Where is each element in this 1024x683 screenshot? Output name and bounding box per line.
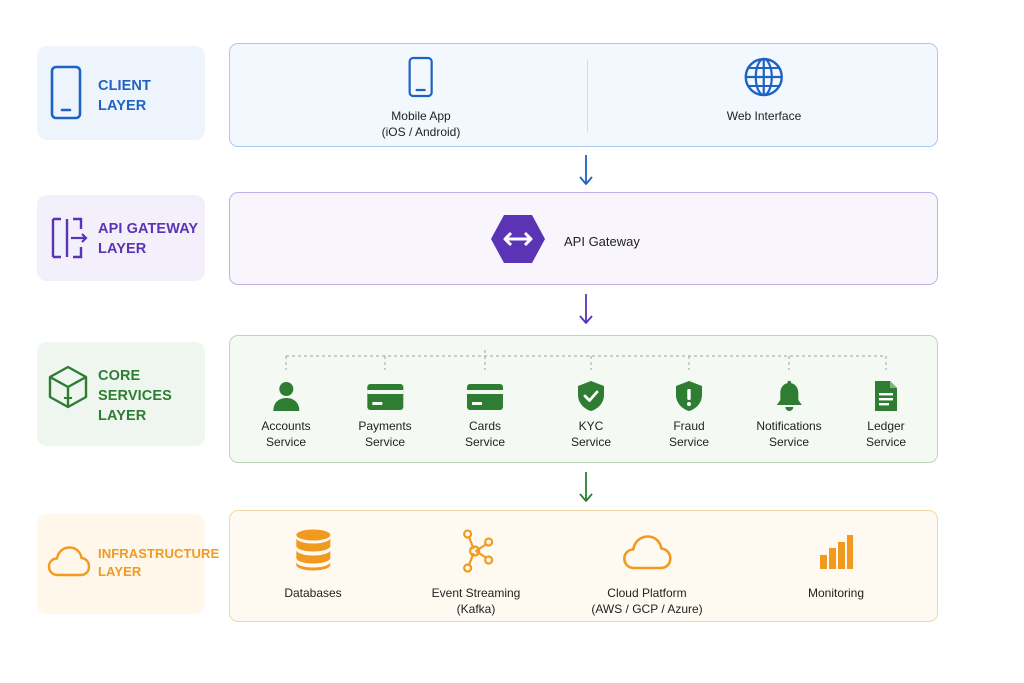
smartphone-icon	[408, 56, 434, 98]
api-gateway-hexagon-icon	[491, 215, 545, 263]
bell-icon	[776, 380, 802, 411]
event-streaming-node: Event Streaming (Kafka)	[431, 529, 521, 617]
cloud-icon	[47, 546, 91, 577]
client-layer-panel: Mobile App (iOS / Android) Web Interface	[229, 43, 938, 147]
kyc-service-node: KYC Service	[571, 380, 611, 450]
cloud-icon	[622, 535, 672, 570]
ledger-service-sublabel: Service	[865, 435, 907, 449]
databases-label: Databases	[284, 586, 342, 600]
arrow-down-icon	[579, 294, 593, 324]
smartphone-icon	[50, 65, 82, 120]
payments-service-sublabel: Service	[364, 435, 406, 449]
payments-service-label: Payments	[358, 419, 412, 433]
client-layer-title-2: LAYER	[98, 98, 147, 114]
document-icon	[874, 381, 897, 411]
core-services-layer-label: CORE SERVICES LAYER	[37, 342, 205, 446]
event-streaming-sublabel: (Kafka)	[456, 602, 496, 616]
api-gateway-layer-label: API GATEWAY LAYER	[37, 195, 205, 281]
shield-alert-icon	[675, 381, 702, 411]
mobile-app-sublabel: (iOS / Android)	[381, 125, 461, 139]
notifications-service-label: Notifications	[756, 419, 822, 433]
accounts-service-node: Accounts Service	[261, 380, 311, 450]
infra-layer-title-1: INFRASTRUCTURE	[98, 546, 220, 561]
accounts-service-sublabel: Service	[265, 435, 307, 449]
globe-icon	[744, 57, 784, 97]
infrastructure-layer-label: INFRASTRUCTURE LAYER	[37, 514, 219, 614]
monitoring-label: Monitoring	[807, 586, 865, 600]
notifications-service-sublabel: Service	[768, 435, 809, 449]
web-interface-label: Web Interface	[726, 109, 802, 123]
core-layer-title-2: SERVICES	[98, 388, 172, 404]
arrow-down-icon	[579, 472, 593, 502]
core-layer-title-1: CORE	[98, 368, 141, 384]
cloud-platform-node: Cloud Platform (AWS / GCP / Azure)	[591, 533, 703, 617]
fraud-service-label: Fraud	[673, 419, 705, 433]
mobile-app-label: Mobile App	[391, 109, 451, 123]
user-icon	[272, 382, 299, 411]
api-layer-title-2: LAYER	[98, 241, 147, 257]
payments-service-node: Payments Service	[358, 380, 412, 450]
bar-chart-icon	[820, 535, 853, 569]
cards-service-node: Cards Service	[465, 380, 505, 450]
event-streaming-label: Event Streaming	[431, 586, 521, 600]
kyc-service-sublabel: Service	[570, 435, 612, 449]
ledger-service-node: Ledger Service	[866, 380, 906, 450]
api-gateway-layer-panel: API Gateway	[229, 192, 938, 285]
card-icon	[466, 384, 503, 410]
api-layer-title-1: API GATEWAY	[98, 221, 199, 237]
kyc-service-label: KYC	[578, 419, 604, 433]
client-layer-title-1: CLIENT	[98, 78, 151, 94]
card-icon	[366, 384, 403, 410]
client-layer-label: CLIENT LAYER	[37, 46, 205, 140]
infra-layer-title-2: LAYER	[98, 564, 142, 579]
infrastructure-layer-panel: Databases Event Streaming (Kafka) Cloud …	[229, 510, 938, 622]
notifications-service-node: Notifications Service	[756, 380, 822, 450]
core-services-layer-panel: Accounts Service Payments Service Cards …	[229, 335, 938, 463]
cards-service-label: Cards	[468, 419, 502, 433]
gateway-icon	[51, 217, 88, 259]
kafka-icon	[463, 529, 494, 573]
fraud-service-sublabel: Service	[668, 435, 710, 449]
cube-icon	[48, 365, 88, 409]
mobile-app-node: Mobile App (iOS / Android)	[381, 56, 461, 140]
accounts-service-label: Accounts	[261, 419, 311, 433]
core-layer-title-3: LAYER	[98, 408, 147, 424]
databases-node: Databases	[284, 529, 342, 601]
panel-divider	[587, 60, 588, 132]
cloud-platform-label: Cloud Platform	[607, 586, 687, 600]
shield-check-icon	[577, 381, 604, 411]
api-gateway-label: API Gateway	[564, 234, 640, 249]
database-icon	[296, 529, 330, 571]
monitoring-node: Monitoring	[808, 533, 864, 601]
web-interface-node: Web Interface	[727, 56, 801, 124]
ledger-service-label: Ledger	[867, 419, 905, 433]
cloud-platform-sublabel: (AWS / GCP / Azure)	[591, 602, 703, 616]
fraud-service-node: Fraud Service	[669, 380, 709, 450]
cards-service-sublabel: Service	[464, 435, 506, 449]
service-connector-lines	[285, 350, 887, 370]
arrow-down-icon	[579, 155, 593, 185]
